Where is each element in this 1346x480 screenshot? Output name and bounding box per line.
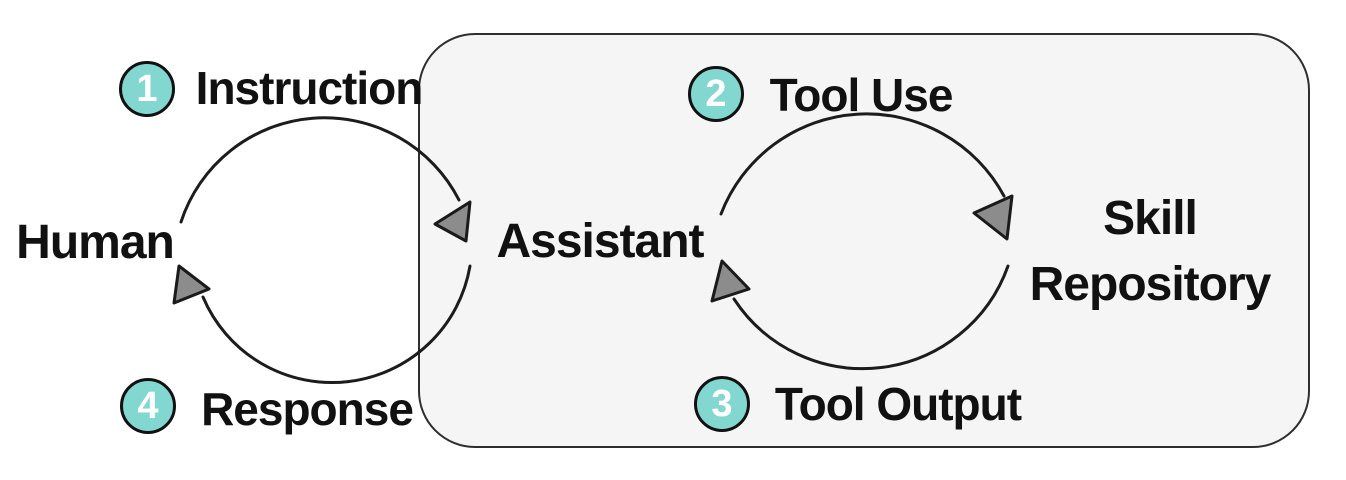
arc-tool-use xyxy=(719,112,1006,216)
node-assistant: Assistant xyxy=(496,215,704,268)
arc-response xyxy=(201,264,472,385)
step-label-response: Response xyxy=(201,383,414,435)
step-label-instruction: Instruction xyxy=(195,62,424,114)
skill-environment-box xyxy=(418,33,1310,448)
arrowhead-icon xyxy=(972,194,1014,241)
step-badge-4: 4 xyxy=(120,378,176,434)
node-skill-repository: Skill Repository xyxy=(1029,192,1272,311)
arc-instruction xyxy=(179,116,461,224)
step-badge-3: 3 xyxy=(694,376,750,432)
node-human: Human xyxy=(16,216,175,269)
step-badge-1: 1 xyxy=(119,61,175,117)
step-label-tool-use: Tool Use xyxy=(769,69,954,121)
step-label-tool-output: Tool Output xyxy=(774,378,1022,430)
arrowhead-icon xyxy=(710,259,751,303)
arrowhead-icon xyxy=(433,200,472,243)
step-badge-2: 2 xyxy=(688,66,744,122)
arrowhead-icon xyxy=(172,264,211,305)
arc-tool-output xyxy=(732,264,1010,371)
